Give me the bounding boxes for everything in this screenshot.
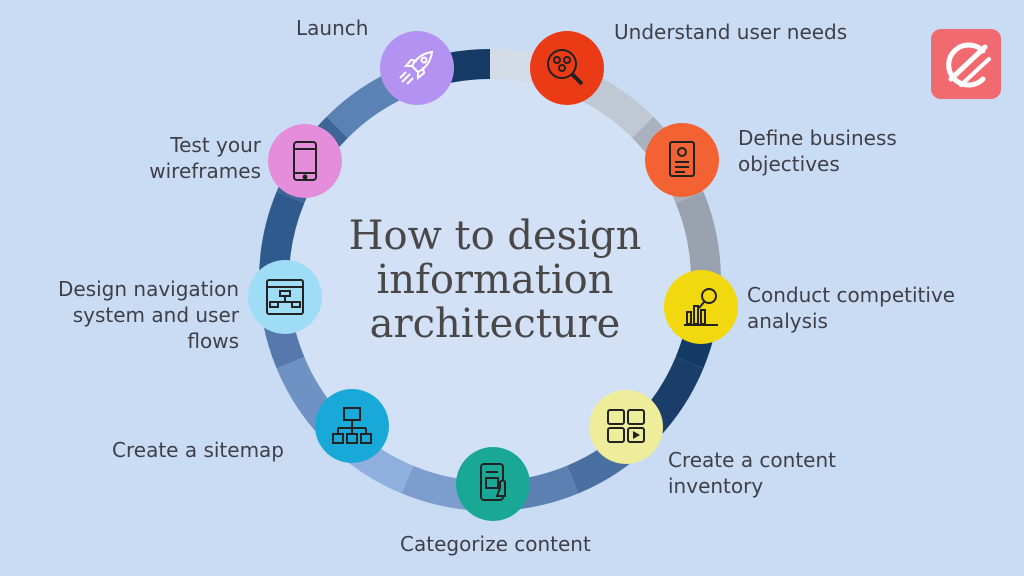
e-logo-icon xyxy=(946,42,991,88)
flowchart-window-icon xyxy=(266,279,304,315)
step-inventory-circle xyxy=(589,390,663,464)
content-tiles-icon xyxy=(607,409,645,443)
step-navigation-label: Design navigation system and user flows xyxy=(58,277,239,353)
step-test-label: Test your wireframes xyxy=(149,133,261,183)
step-define-label: Define business objectives xyxy=(738,126,897,176)
step-launch-circle xyxy=(380,31,454,105)
sitemap-icon xyxy=(332,407,372,444)
step-understand-label: Understand user needs xyxy=(614,20,848,44)
center-disc xyxy=(274,64,706,496)
step-launch-node xyxy=(380,31,454,105)
step-conduct-label: Conduct competitive analysis xyxy=(747,283,956,333)
step-define-node xyxy=(645,123,719,197)
step-sitemap-label: Create a sitemap xyxy=(112,438,284,462)
title-line-1: How to design xyxy=(348,213,642,259)
diagram-title: How to design information architecture xyxy=(330,214,660,346)
step-understand-node xyxy=(530,31,604,105)
brand-logo xyxy=(931,29,1001,99)
chart-magnifier-icon xyxy=(684,288,718,326)
smartphone-icon xyxy=(293,141,317,181)
ring-segment xyxy=(675,191,721,281)
step-test-circle xyxy=(268,124,342,198)
step-categorize-node xyxy=(456,447,530,521)
step-navigation-node xyxy=(248,260,322,334)
step-define-circle xyxy=(645,123,719,197)
step-inventory-label: Create a content inventory xyxy=(668,448,836,498)
step-understand-circle xyxy=(530,31,604,105)
step-conduct-node xyxy=(664,270,738,344)
step-test-node xyxy=(268,124,342,198)
team-search-icon xyxy=(547,49,584,86)
step-categorize-label: Categorize content xyxy=(400,532,591,556)
document-profile-icon xyxy=(669,141,695,177)
title-line-2: information xyxy=(376,257,614,303)
step-categorize-circle xyxy=(456,447,530,521)
rocket-icon xyxy=(399,50,434,85)
phone-touch-icon xyxy=(480,463,506,501)
step-inventory-node xyxy=(589,390,663,464)
step-launch-label: Launch xyxy=(296,16,369,40)
title-line-3: architecture xyxy=(369,301,621,347)
step-sitemap-node xyxy=(315,389,389,463)
